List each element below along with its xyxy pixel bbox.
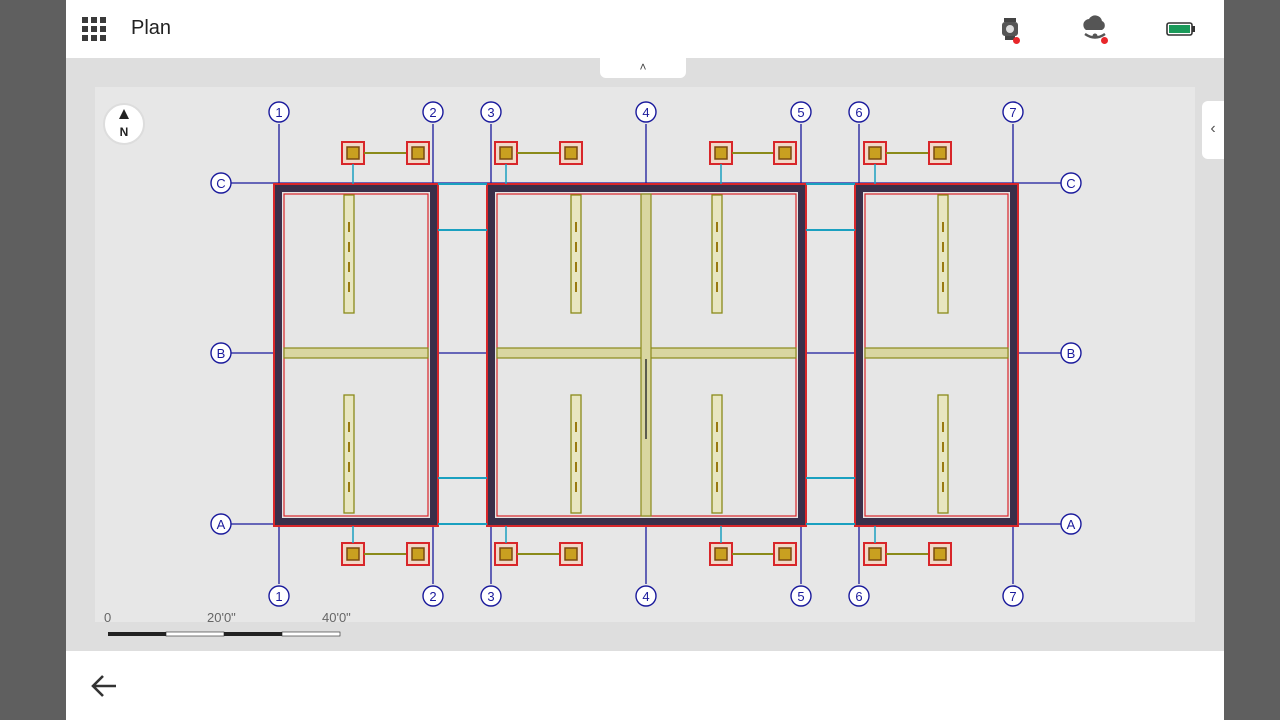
pier-column — [411, 146, 425, 160]
pier-column — [499, 146, 513, 160]
building-1-outline — [273, 183, 439, 527]
pier-column — [499, 547, 513, 561]
scale-bar — [108, 631, 341, 637]
scale-label-20: 20'0" — [207, 610, 236, 625]
grid-bubble-row — [210, 513, 232, 535]
grid-label-col-4: 4 — [642, 589, 649, 604]
battery-icon — [1164, 12, 1198, 46]
grid-bubble-col — [790, 585, 812, 607]
scale-label-40: 40'0" — [322, 610, 351, 625]
pier-column — [346, 547, 360, 561]
grid-label-row-C: C — [1066, 176, 1075, 191]
building-2-outline — [486, 183, 807, 527]
north-arrow-icon — [103, 103, 145, 145]
bottom-bar — [66, 651, 1224, 720]
grid-bubble-row — [210, 342, 232, 364]
pier-column — [714, 146, 728, 160]
grid-bubble-col — [635, 585, 657, 607]
grid-bubble-col — [790, 101, 812, 123]
grid-label-col-7: 7 — [1009, 105, 1016, 120]
pier-column — [778, 146, 792, 160]
grid-label-col-1: 1 — [275, 589, 282, 604]
pier-column — [778, 547, 792, 561]
building-3-grade-beam — [864, 347, 1009, 359]
pier-column — [564, 146, 578, 160]
strip-footing-upper-3 — [711, 194, 723, 314]
grid-label-row-C: C — [216, 176, 225, 191]
collapse-panel-button[interactable]: ˄ — [600, 58, 686, 78]
grid-label-col-2: 2 — [429, 105, 436, 120]
grid-bubble-col — [848, 101, 870, 123]
pier-column — [933, 146, 947, 160]
grid-bubble-col — [268, 585, 290, 607]
grid-bubble-col — [480, 585, 502, 607]
grid-label-col-6: 6 — [855, 589, 862, 604]
strip-footing-upper-4 — [937, 194, 949, 314]
grid-bubble-col — [480, 101, 502, 123]
grid-label-col-1: 1 — [275, 105, 282, 120]
grid-label-col-3: 3 — [487, 589, 494, 604]
pier-column — [868, 547, 882, 561]
pier-column — [564, 547, 578, 561]
grid-label-row-B: B — [1067, 346, 1076, 361]
grid-bubble-col — [422, 585, 444, 607]
strip-footing-upper-1 — [343, 194, 355, 314]
pier-column — [714, 547, 728, 561]
grid-bubble-col — [1002, 101, 1024, 123]
grid-bubble-row — [1060, 342, 1082, 364]
strip-footing-lower-3 — [711, 394, 723, 514]
pier-column — [346, 146, 360, 160]
strip-footing-lower-4 — [937, 394, 949, 514]
grid-label-row-A: A — [217, 517, 226, 532]
pier-column — [933, 547, 947, 561]
strip-footing-lower-1 — [343, 394, 355, 514]
center-grade-beam — [640, 193, 652, 517]
building-3-outline — [854, 183, 1019, 527]
grid-bubble-row — [210, 172, 232, 194]
grid-label-row-B: B — [217, 346, 226, 361]
north-arrow-pointer — [119, 109, 129, 119]
pier-column — [411, 547, 425, 561]
arrow-left-icon[interactable] — [88, 669, 122, 703]
total-station-icon[interactable] — [993, 12, 1027, 46]
grid-label-col-4: 4 — [642, 105, 649, 120]
grid-bubble-row — [1060, 513, 1082, 535]
grid-bubble-col — [1002, 585, 1024, 607]
grid-label-col-2: 2 — [429, 589, 436, 604]
grid-bubble-col — [422, 101, 444, 123]
pier-column — [868, 146, 882, 160]
building-1-grade-beam — [283, 347, 429, 359]
grid-label-col-5: 5 — [797, 105, 804, 120]
grid-label-col-6: 6 — [855, 105, 862, 120]
grid-bubble-col — [635, 101, 657, 123]
page-title: Plan — [131, 17, 172, 39]
grid-label-col-5: 5 — [797, 589, 804, 604]
top-bar: Plan — [66, 0, 1224, 58]
grid-label-row-A: A — [1067, 517, 1076, 532]
grid-label-col-3: 3 — [487, 105, 494, 120]
north-label: N — [120, 125, 129, 139]
grid-bubble-row — [1060, 172, 1082, 194]
app-window: Plan ˄ — [66, 0, 1224, 720]
scale-label-0: 0 — [104, 610, 112, 625]
strip-footing-lower-2 — [570, 394, 582, 514]
cloud-sync-icon[interactable] — [1078, 12, 1112, 46]
grid-bubble-col — [848, 585, 870, 607]
grid-label-col-7: 7 — [1009, 589, 1016, 604]
strip-footing-upper-2 — [570, 194, 582, 314]
grid-apps-icon[interactable] — [82, 17, 106, 41]
side-panel-toggle[interactable]: ‹ — [1202, 101, 1224, 159]
grid-bubble-col — [268, 101, 290, 123]
